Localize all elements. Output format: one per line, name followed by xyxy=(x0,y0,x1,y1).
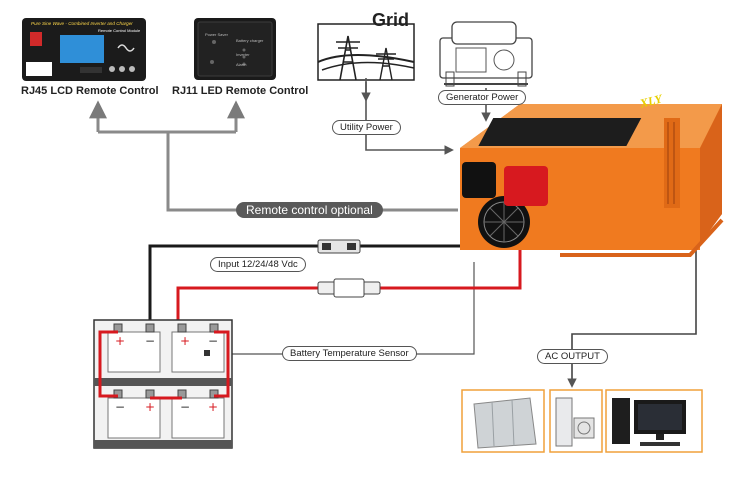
svg-text:−: − xyxy=(180,400,190,414)
battery-temp-sensor-label: Battery Temperature Sensor xyxy=(282,346,417,361)
dc-fuse xyxy=(317,239,361,254)
lcd-screen-title: Pure Sine Wave - Combined Inverter and C… xyxy=(31,21,133,26)
remote-optional-label: Remote control optional xyxy=(236,202,383,218)
led-item-3: Alarm xyxy=(236,62,247,67)
load-electrical-cabinet xyxy=(461,389,545,453)
inverter-charger xyxy=(460,104,724,257)
grid-title: Grid xyxy=(372,10,410,30)
ac-output-label: AC OUTPUT xyxy=(537,349,608,364)
svg-text:+: + xyxy=(208,400,218,414)
svg-text:−: − xyxy=(208,334,218,348)
utility-power-label: Utility Power xyxy=(332,120,401,135)
svg-text:+: + xyxy=(180,334,190,348)
dc-breaker xyxy=(317,278,381,298)
battery-bank: + − + − − + − + xyxy=(93,319,233,449)
led-item-1: Battery charger xyxy=(236,38,264,43)
svg-text:−: − xyxy=(115,400,125,414)
lcd-remote-control xyxy=(22,18,146,81)
positive-cable xyxy=(176,286,318,322)
led-remote-label: RJ11 LED Remote Control xyxy=(172,85,309,97)
negative-cable xyxy=(148,244,320,322)
load-air-conditioner xyxy=(549,389,603,453)
led-remote-control xyxy=(194,18,276,80)
grid-pylon-illustration xyxy=(317,23,415,81)
svg-text:−: − xyxy=(145,334,155,348)
temp-sensor-line xyxy=(208,262,475,355)
led-item-0: Power Saver xyxy=(205,32,228,37)
generator-illustration xyxy=(439,21,533,87)
lcd-remote-label: RJ45 LCD Remote Control xyxy=(21,85,159,97)
generator-power-label: Generator Power xyxy=(438,90,527,105)
remote-optional-line xyxy=(98,130,458,212)
utility-power-line xyxy=(365,78,454,155)
lcd-screen-subtitle: Remote Control Module xyxy=(98,28,141,33)
load-computer xyxy=(605,389,703,453)
led-item-2: Inverter xyxy=(236,52,250,57)
input-dc-label: Input 12/24/48 Vdc xyxy=(210,257,306,272)
svg-text:+: + xyxy=(115,334,125,348)
svg-text:+: + xyxy=(145,400,155,414)
